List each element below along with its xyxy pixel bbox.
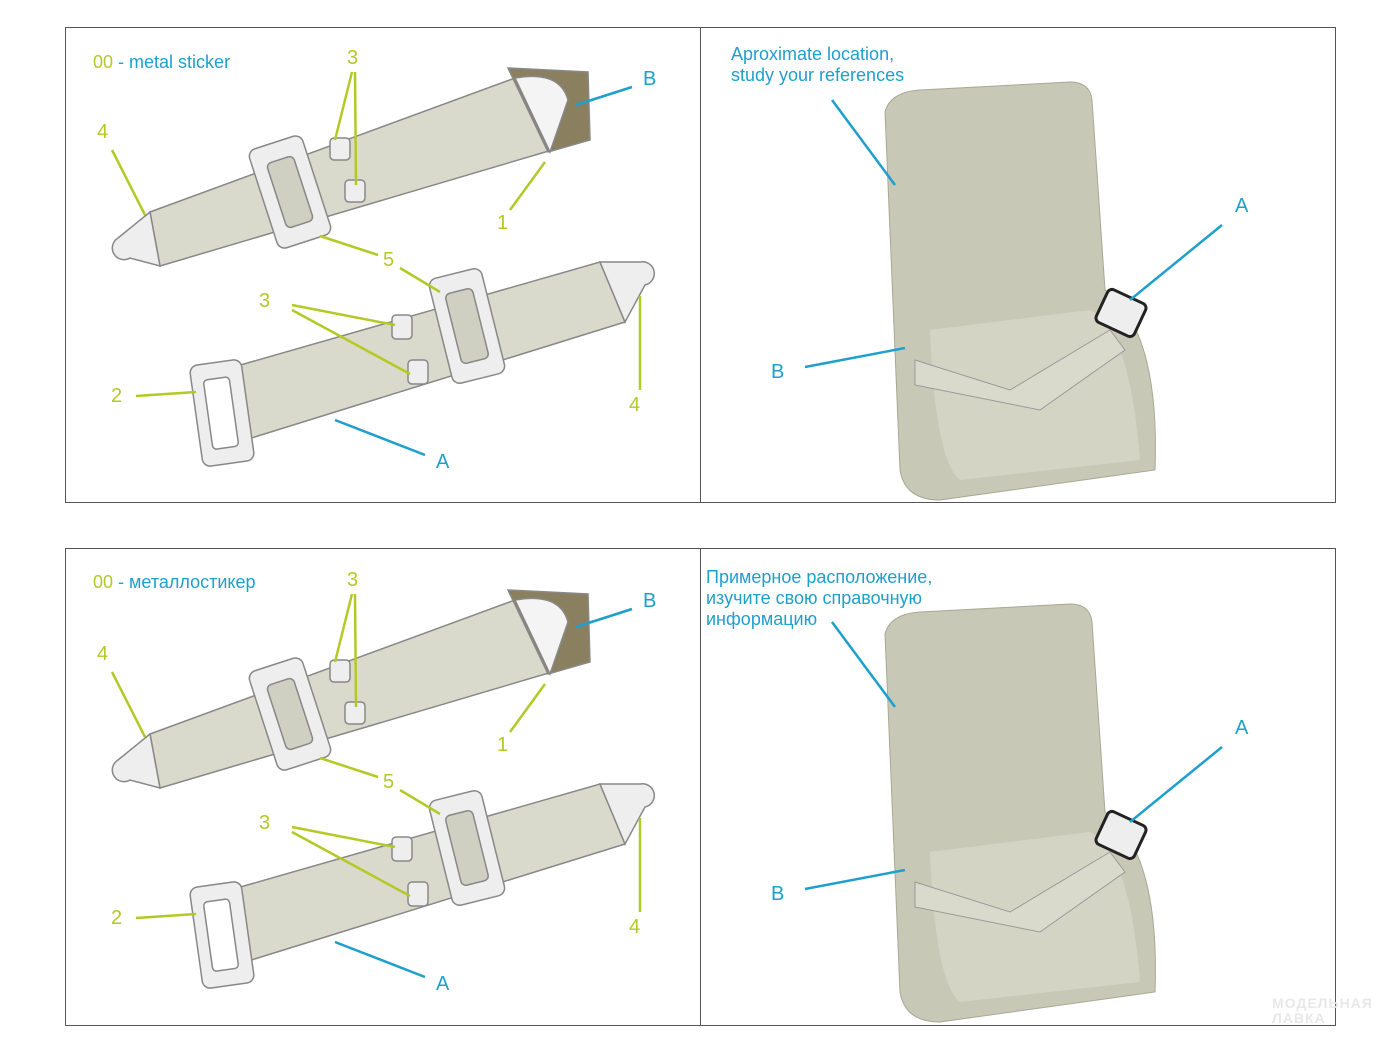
callout-1: 1 (497, 212, 509, 234)
seat-illustration (804, 603, 1223, 1023)
callout-a: A (436, 973, 450, 995)
callout-4: 4 (629, 916, 641, 938)
note-line: информацию (706, 609, 818, 629)
seat-illustration (804, 81, 1223, 501)
legend-text: - metal sticker (118, 52, 231, 72)
belt-straps-illustration (110, 589, 655, 989)
location-note: Aproximate location,study your reference… (731, 44, 904, 86)
strap-end-sticker (513, 597, 569, 676)
note-line: Aproximate location, (731, 44, 895, 64)
callout-4: 4 (97, 121, 109, 143)
belt-straps-illustration (110, 67, 655, 467)
legend-code: 00 (93, 572, 114, 592)
small-buckle (391, 314, 413, 340)
callout-b: B (771, 883, 785, 905)
callout-5: 5 (383, 771, 395, 793)
callout-b: B (771, 361, 785, 383)
legend-text: - металлостикер (118, 572, 256, 592)
note-line: study your references (731, 65, 905, 85)
legend: 00 - metal sticker (93, 52, 230, 73)
seat-belt (914, 851, 1126, 933)
callout-2: 2 (111, 385, 123, 407)
small-buckle (391, 836, 413, 862)
lower-strap (229, 783, 627, 963)
location-note: Примерное расположение,изучите свою спра… (706, 567, 932, 630)
lower-strap (229, 261, 627, 441)
callout-b: B (643, 68, 657, 90)
bottom-divider (700, 548, 701, 1026)
lower-strap-tip (598, 782, 655, 846)
callout-5: 5 (383, 249, 395, 271)
seat-buckle (1094, 287, 1148, 339)
watermark-line: ЛАВКА (1272, 1010, 1326, 1026)
small-buckle (407, 881, 429, 907)
upper-strap (149, 77, 554, 267)
callout-b: B (643, 590, 657, 612)
lower-strap-tip (598, 260, 655, 324)
legend-code: 00 (93, 52, 114, 72)
small-buckle (407, 359, 429, 385)
small-buckle (329, 137, 351, 161)
seat-belt (914, 329, 1126, 411)
upper-strap-tip (111, 732, 161, 790)
watermark-line: МОДЕЛЬНАЯ (1272, 995, 1373, 1011)
callout-a: A (1235, 717, 1249, 739)
top-divider (700, 27, 701, 503)
small-buckle (329, 659, 351, 683)
upper-strap (149, 599, 554, 789)
callout-3: 3 (259, 290, 271, 312)
callout-4: 4 (97, 643, 109, 665)
upper-strap-tip (111, 210, 161, 268)
note-line: изучите свою справочную (706, 588, 923, 608)
callout-3: 3 (347, 569, 359, 591)
callout-a: A (1235, 195, 1249, 217)
callout-2: 2 (111, 907, 123, 929)
callout-1: 1 (497, 734, 509, 756)
note-line: Примерное расположение, (706, 567, 933, 587)
seat-buckle (1094, 809, 1148, 861)
callout-a: A (436, 451, 450, 473)
legend: 00 - металлостикер (93, 572, 256, 593)
callout-4: 4 (629, 394, 641, 416)
callout-3: 3 (347, 47, 359, 69)
strap-end-sticker (513, 75, 569, 154)
callout-3: 3 (259, 812, 271, 834)
